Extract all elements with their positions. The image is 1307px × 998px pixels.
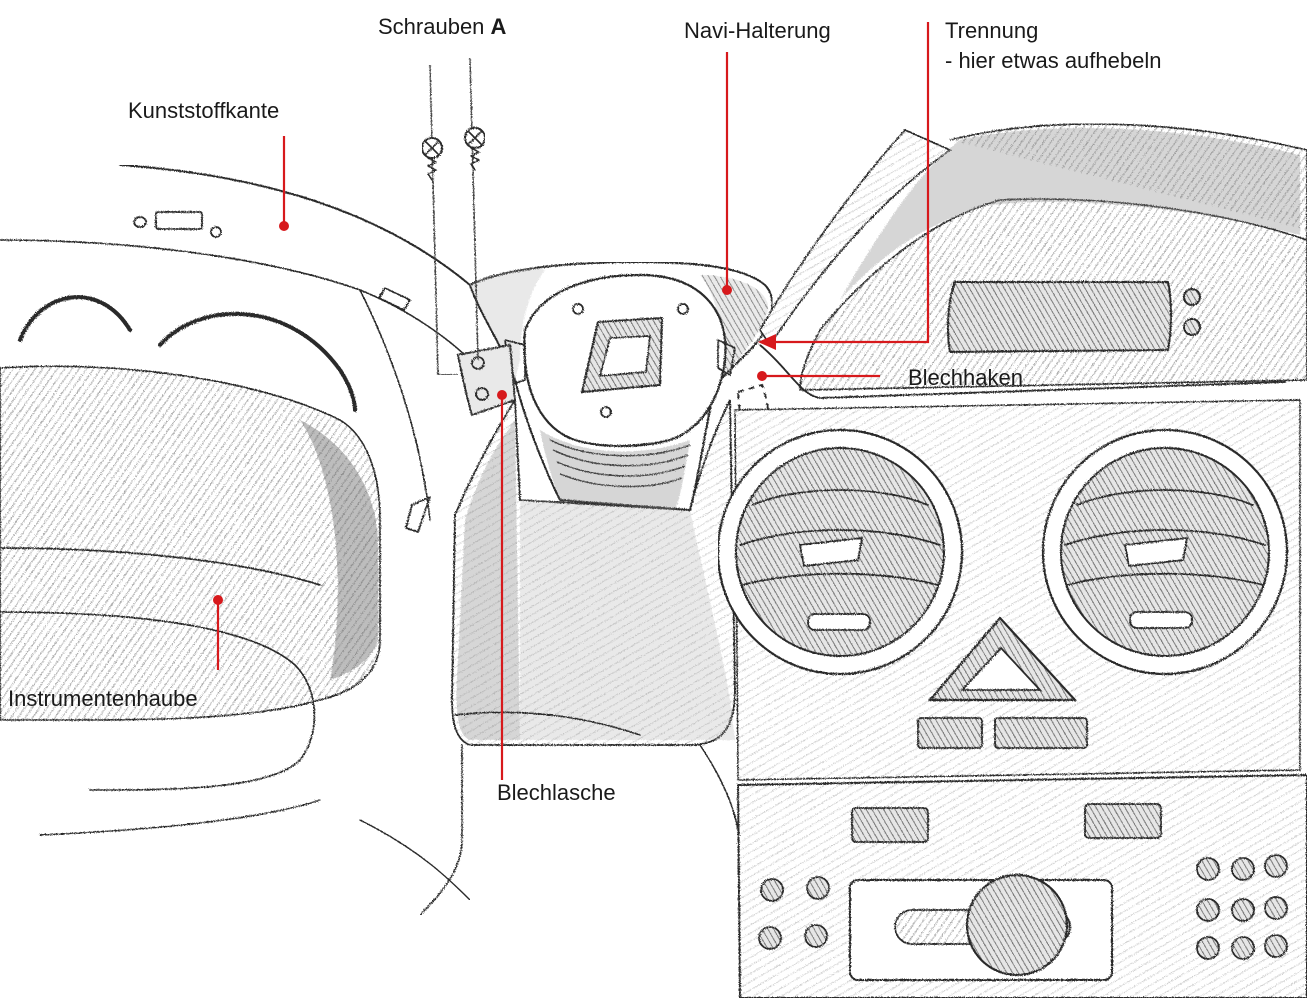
screws-a-drawing bbox=[421, 57, 486, 376]
label-blechlasche: Blechlasche bbox=[497, 780, 616, 805]
leader-dot-kunststoffkante bbox=[279, 221, 289, 231]
label-schrauben-a: Schrauben A bbox=[378, 14, 506, 40]
leader-dot-instrumentenhaube bbox=[213, 595, 223, 605]
label-navi-halterung: Navi-Halterung bbox=[684, 18, 831, 43]
leader-dot-blechhaken bbox=[757, 371, 767, 381]
navi-holder-drawing bbox=[419, 260, 774, 916]
dashboard-right-drawing bbox=[716, 123, 1307, 998]
instrument-hood-drawing bbox=[0, 164, 471, 901]
label-trennung-line2: - hier etwas aufhebeln bbox=[945, 48, 1162, 73]
label-schrauben-letter: A bbox=[490, 14, 507, 39]
leader-trennung bbox=[770, 22, 930, 344]
leader-dot-navi-halterung bbox=[722, 285, 732, 295]
label-schrauben-text: Schrauben bbox=[378, 14, 485, 39]
leader-dot-blechlasche bbox=[497, 390, 507, 400]
label-kunststoffkante: Kunststoffkante bbox=[128, 98, 280, 123]
leader-lines bbox=[213, 22, 930, 780]
label-trennung-line1: Trennung bbox=[945, 18, 1039, 43]
leader-arrow-trennung bbox=[758, 334, 776, 350]
label-instrumentenhaube: Instrumentenhaube bbox=[8, 686, 198, 711]
label-blechhaken: Blechhaken bbox=[908, 365, 1023, 390]
